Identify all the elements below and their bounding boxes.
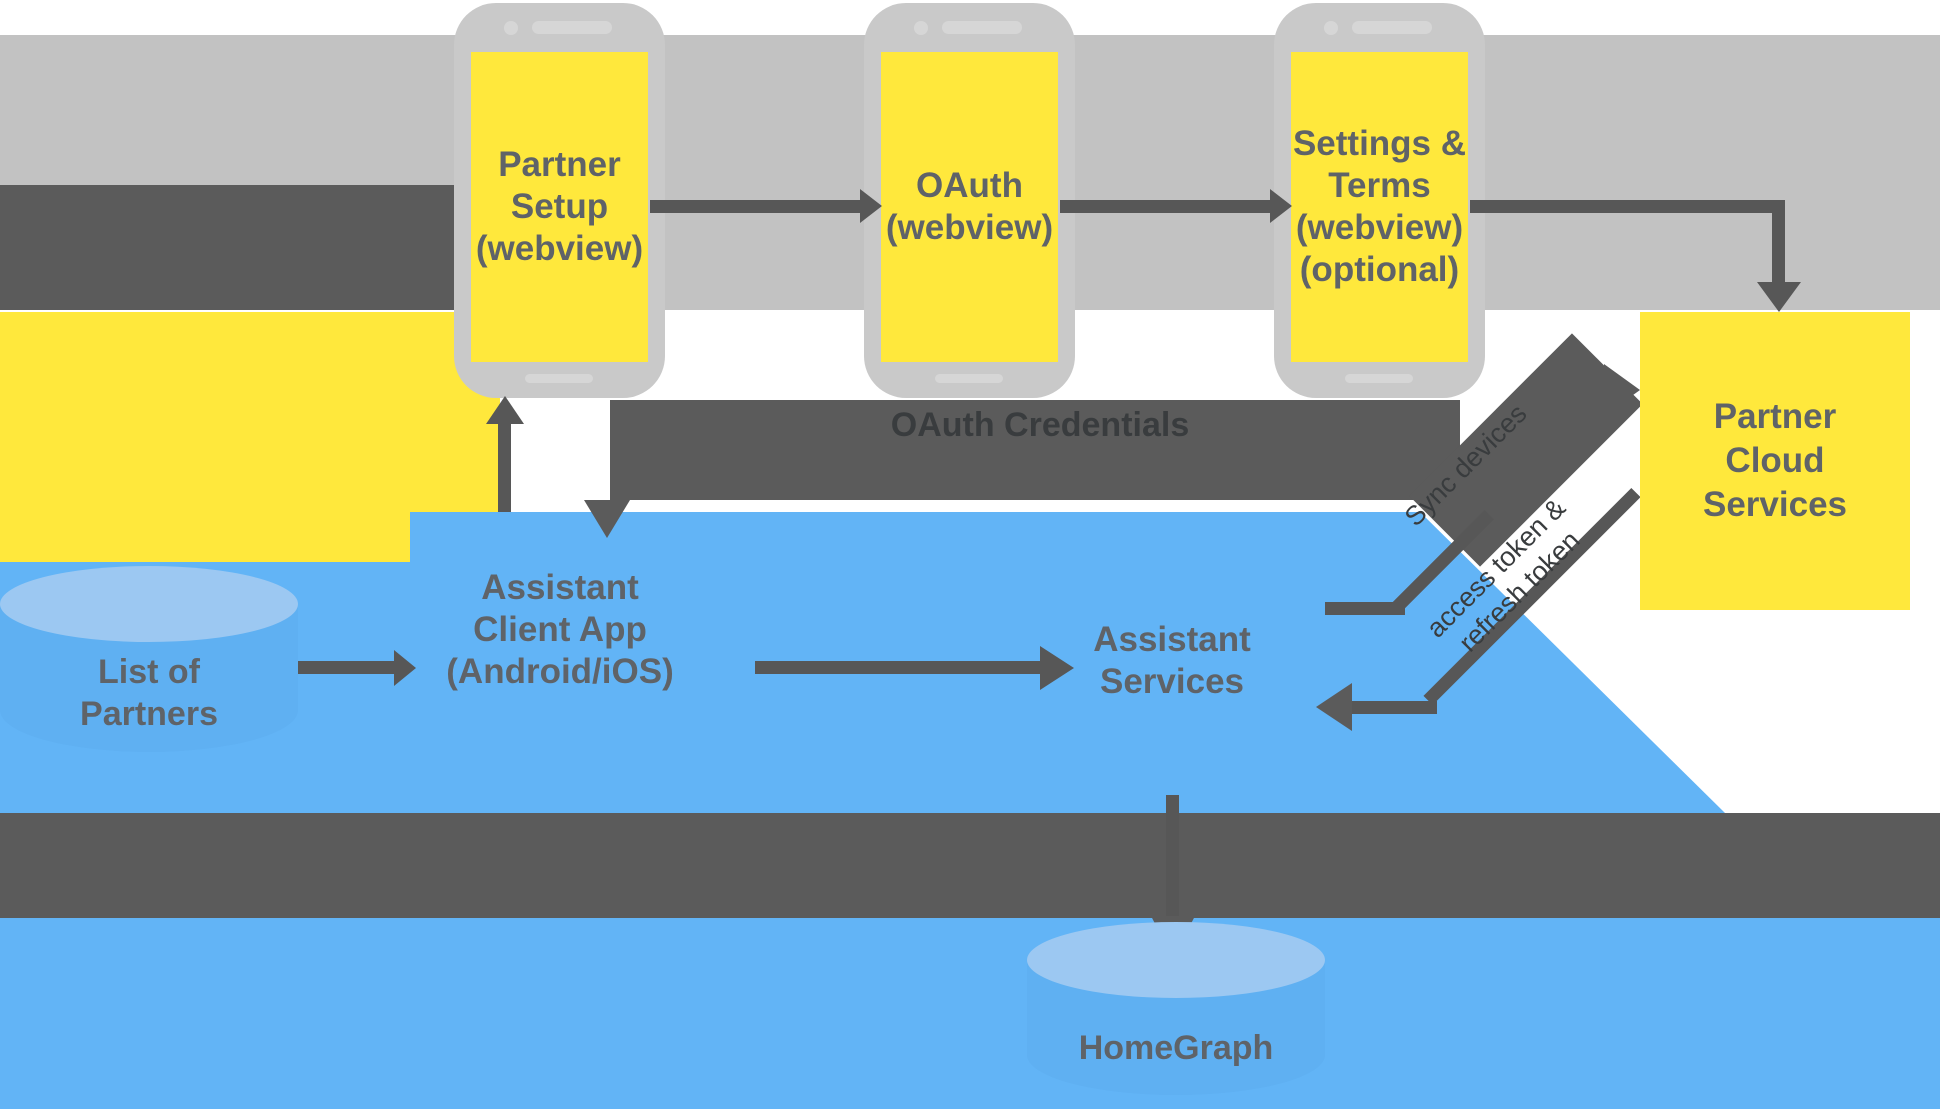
list-of-partners-label: List of Partners: [0, 651, 298, 735]
screen-settings-terms-label: Settings & Terms (webview) (optional): [1293, 123, 1466, 291]
flow-band-left: [0, 185, 465, 310]
label-line: Services: [1099, 662, 1245, 701]
label-line: Partners: [80, 695, 218, 733]
assistant-client-app-label: Assistant Client App (Android/iOS): [380, 567, 740, 693]
label-line: Settings &: [1292, 124, 1467, 163]
arrow-oauth-to-settings: [1060, 200, 1272, 213]
label-line: (webview): [885, 208, 1054, 247]
arrow-settings-to-partner-cloud-horizontal: [1470, 200, 1778, 213]
partner-cloud-services-box: Partner Cloud Services: [1640, 312, 1910, 610]
phone-frame-oauth: OAuth (webview): [864, 3, 1075, 398]
arrow-services-to-partner-cloud-stub: [1325, 602, 1405, 615]
arrow-partner-cloud-to-services-stub: [1352, 701, 1437, 714]
oauth-credentials-label: OAuth Credentials: [890, 406, 1190, 444]
arrow-partners-to-client-app: [292, 661, 396, 674]
label-line: Assistant: [481, 568, 639, 607]
flow-band-bottom: [0, 813, 1940, 918]
screen-oauth: OAuth (webview): [881, 52, 1058, 362]
label-line: Assistant: [1093, 620, 1251, 659]
label-line: Cloud: [1725, 441, 1825, 480]
arrow-partner-setup-to-oauth: [650, 200, 862, 213]
label-line: (webview): [1295, 208, 1464, 247]
label-line: (optional): [1299, 250, 1460, 289]
arrowhead-right-icon: [394, 650, 416, 686]
label-line: Partner: [498, 145, 621, 184]
screen-partner-setup: Partner Setup (webview): [471, 52, 648, 362]
arrowhead-down-icon: [584, 500, 630, 538]
list-of-partners-cylinder-top: [0, 566, 298, 642]
phone-camera-icon: [914, 21, 928, 35]
screen-oauth-label: OAuth (webview): [886, 165, 1053, 249]
label-line: Client App: [473, 610, 647, 649]
label-line: (webview): [475, 229, 644, 268]
homegraph-label: HomeGraph: [1078, 1029, 1274, 1067]
arrowhead-left-icon: [1316, 683, 1352, 731]
assistant-services-label: Assistant Services: [1022, 619, 1322, 703]
arrow-services-to-homegraph: [1166, 795, 1179, 920]
oauth-credentials-return-band: [610, 400, 1460, 500]
phone-frame-partner-setup: Partner Setup (webview): [454, 3, 665, 398]
arrowhead-right-icon: [1604, 364, 1640, 416]
phone-home-bar-icon: [935, 374, 1003, 383]
label-line: Services: [1702, 485, 1848, 524]
screen-settings-terms: Settings & Terms (webview) (optional): [1291, 52, 1468, 362]
arrowhead-right-icon: [860, 189, 882, 223]
arrowhead-up-icon: [486, 396, 524, 424]
label-line: Terms: [1328, 166, 1431, 205]
phone-camera-icon: [504, 21, 518, 35]
label-line: Partner: [1713, 397, 1837, 436]
arrowhead-down-icon: [1757, 282, 1801, 312]
phone-speaker-icon: [1352, 21, 1432, 34]
label-line: (Android/iOS): [446, 652, 674, 691]
google-region-panel-bottom: [0, 918, 1940, 1109]
phone-frame-settings-terms: Settings & Terms (webview) (optional): [1274, 3, 1485, 398]
phone-home-bar-icon: [525, 374, 593, 383]
phone-speaker-icon: [532, 21, 612, 34]
phone-home-bar-icon: [1345, 374, 1413, 383]
label-line: Setup: [510, 187, 609, 226]
arrowhead-right-icon: [1270, 189, 1292, 223]
arrow-client-app-to-services: [755, 661, 1042, 674]
label-line: OAuth: [916, 166, 1023, 205]
label-line: List of: [98, 653, 200, 691]
partner-cloud-services-label: Partner Cloud Services: [1703, 395, 1847, 527]
phone-speaker-icon: [942, 21, 1022, 34]
homegraph-cylinder-top: [1027, 922, 1325, 998]
arrowhead-right-icon: [1040, 646, 1074, 690]
arrow-settings-to-partner-cloud-vertical: [1772, 200, 1785, 284]
arrow-client-app-to-webview: [498, 424, 511, 512]
screen-partner-setup-label: Partner Setup (webview): [476, 144, 643, 270]
phone-camera-icon: [1324, 21, 1338, 35]
